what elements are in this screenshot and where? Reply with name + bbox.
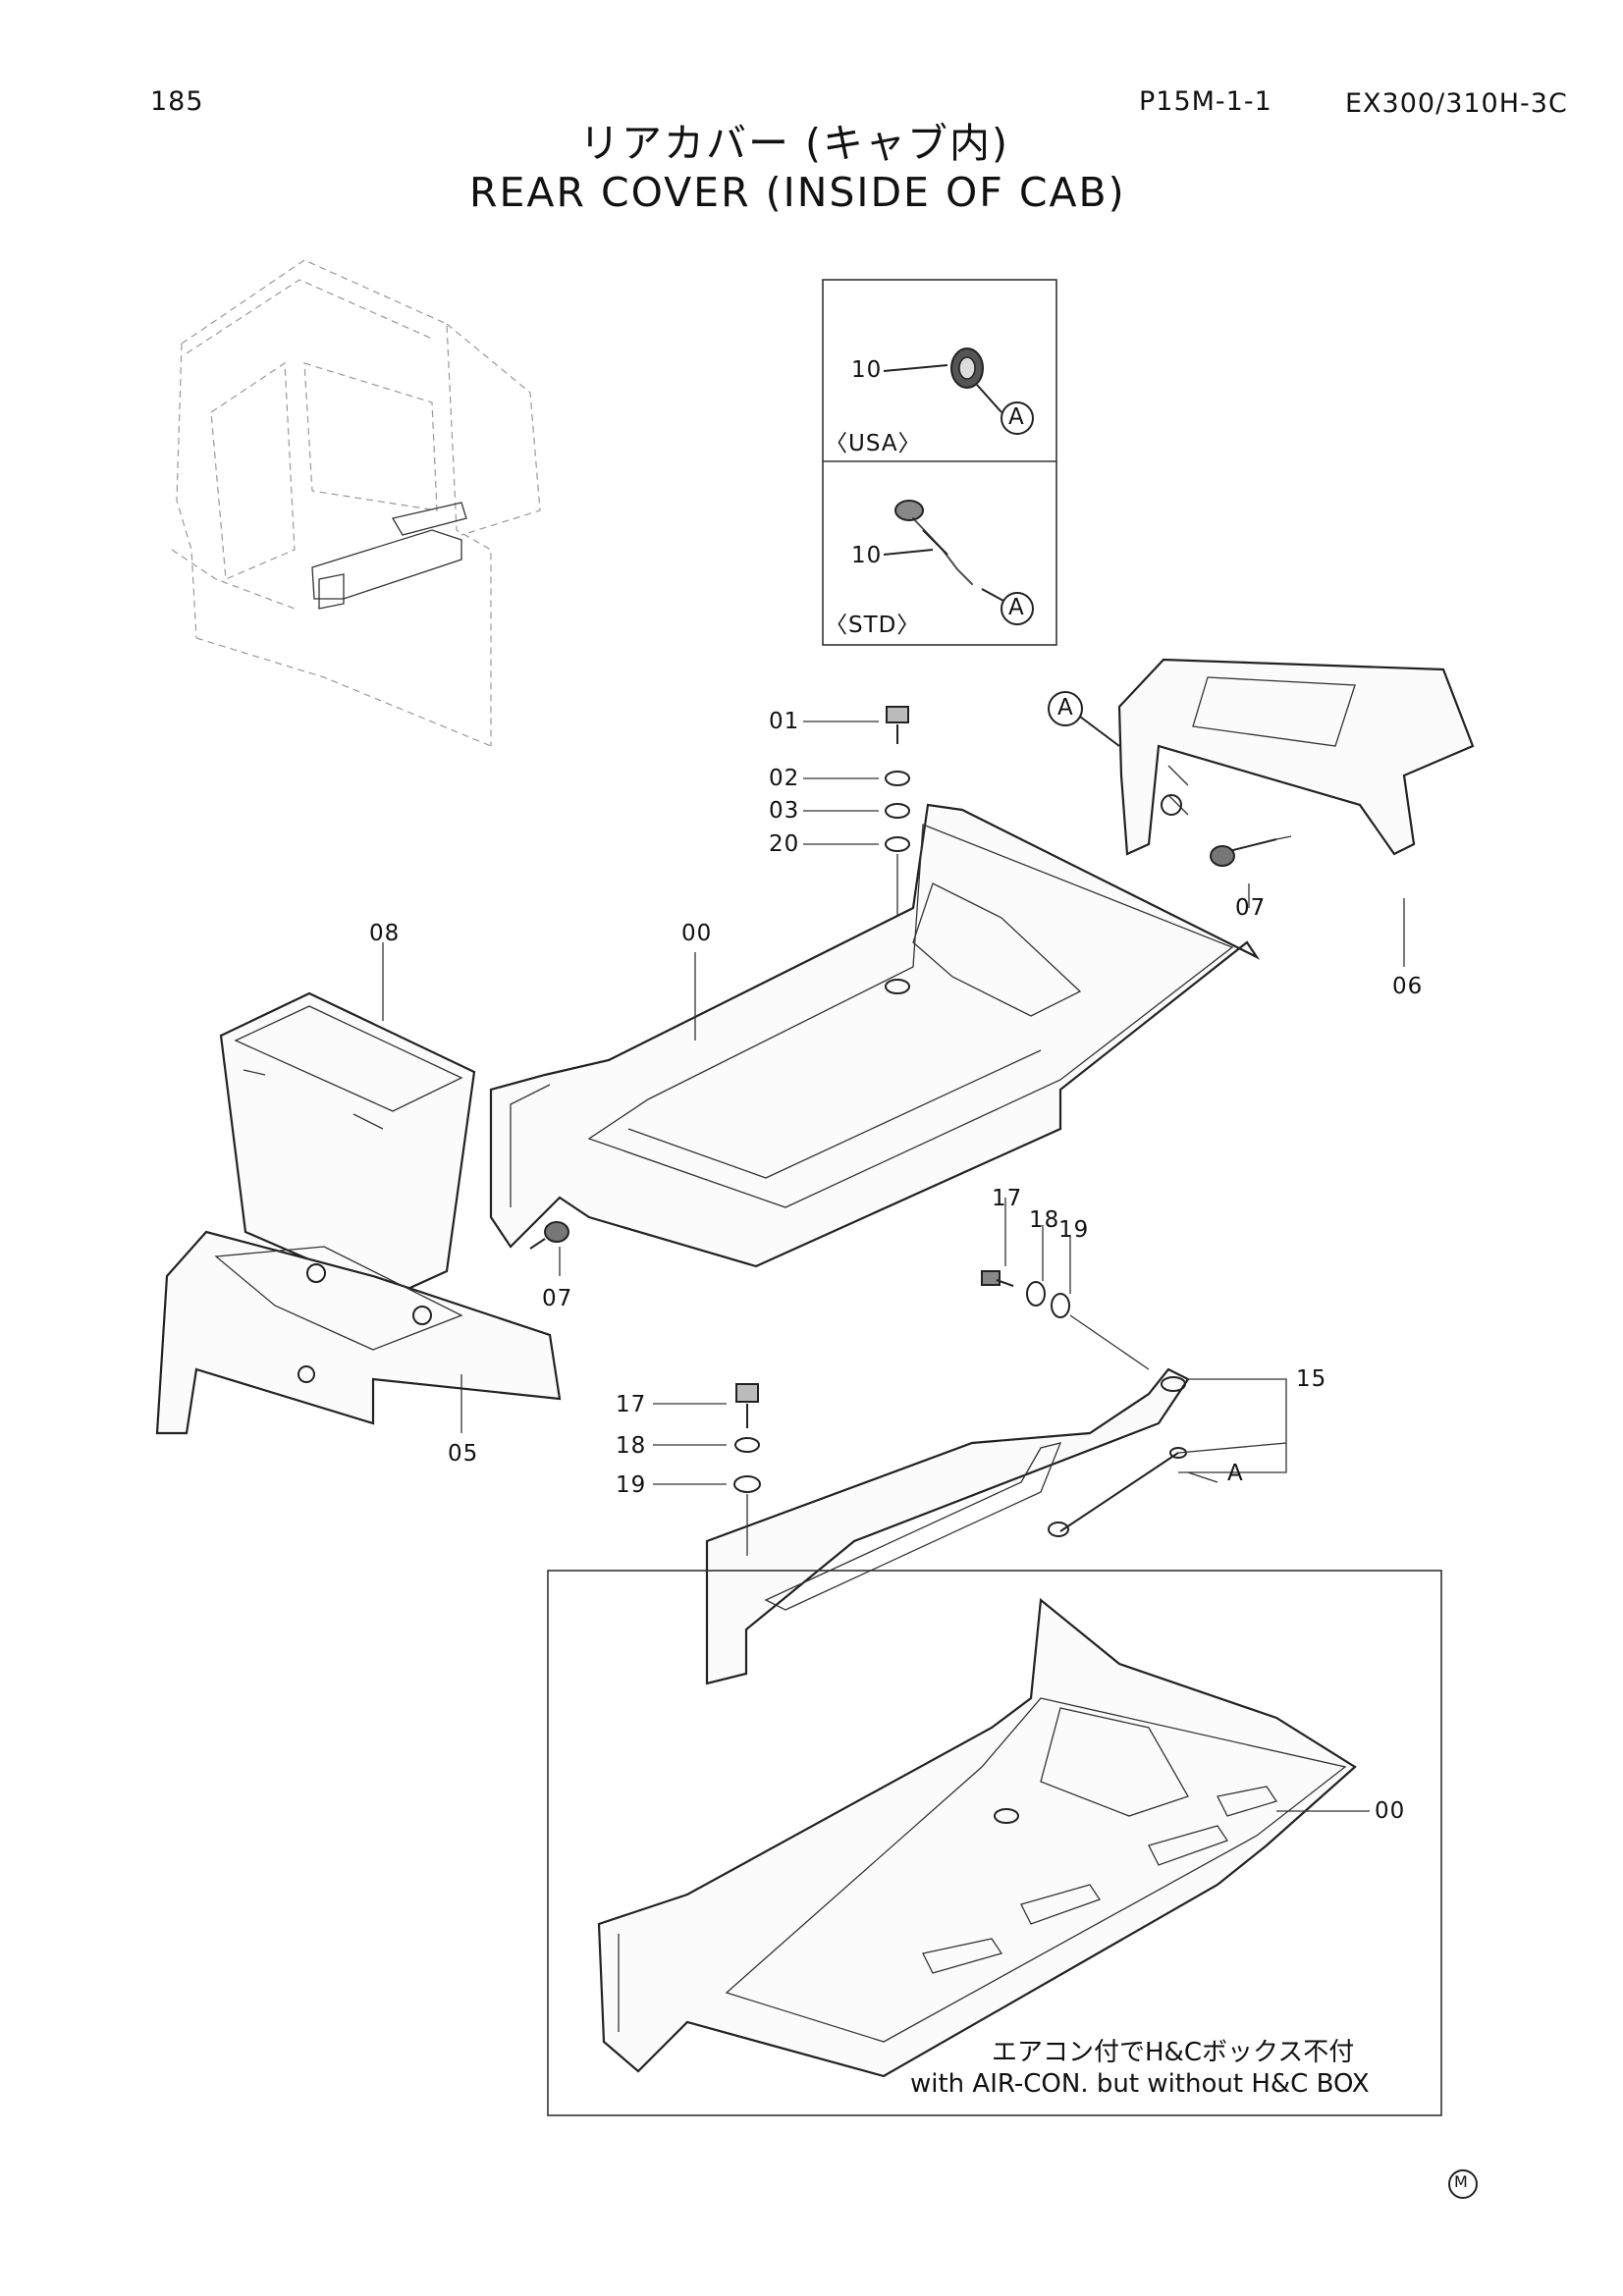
page-title-en: REAR COVER (INSIDE OF CAB) bbox=[469, 169, 1126, 216]
footer-mark-circle bbox=[1448, 2169, 1478, 2199]
model-number: EX300/310H-3C bbox=[1345, 88, 1568, 119]
fastener-stack-top bbox=[803, 706, 910, 982]
inset-usa-ref-letter: A bbox=[1008, 404, 1025, 430]
callout-00-main: 00 bbox=[681, 921, 713, 946]
inset-std-part-number: 10 bbox=[851, 543, 883, 568]
variant-caption-jp: エアコン付でH&Cボックス不付 bbox=[992, 2038, 1355, 2067]
variant-frame bbox=[547, 1570, 1442, 2116]
callout-07-right: 07 bbox=[1235, 895, 1267, 921]
cab-rear-cover-location bbox=[311, 502, 467, 610]
inset-usa-part-number: 10 bbox=[851, 357, 883, 383]
bolt-07-right bbox=[1210, 835, 1292, 908]
inset-std-ref-letter: A bbox=[1008, 595, 1025, 620]
page-number: 185 bbox=[150, 86, 204, 117]
callout-18-top: 18 bbox=[1029, 1207, 1060, 1233]
cab-outline bbox=[171, 259, 541, 747]
callout-05: 05 bbox=[448, 1441, 479, 1467]
callout-18-bottom: 18 bbox=[616, 1433, 647, 1459]
ref-a-assembly-label: A bbox=[1227, 1461, 1244, 1486]
callout-17-top: 17 bbox=[992, 1186, 1023, 1211]
callout-01: 01 bbox=[769, 709, 800, 734]
rear-cover-00 bbox=[489, 803, 1261, 1268]
bracket-06 bbox=[1048, 658, 1475, 856]
variant-caption-en: with AIR-CON. but without H&C BOX bbox=[910, 2069, 1370, 2099]
callout-19-top: 19 bbox=[1058, 1217, 1090, 1243]
box-08 bbox=[219, 942, 476, 1298]
fastener-stack-right bbox=[981, 1198, 1150, 1370]
callout-15: 15 bbox=[1296, 1366, 1327, 1392]
callout-19-bottom: 19 bbox=[616, 1472, 647, 1498]
callout-20: 20 bbox=[769, 831, 800, 857]
fastener-std bbox=[883, 500, 1034, 625]
grommet-usa bbox=[883, 347, 1034, 435]
fastener-stack-left bbox=[653, 1383, 761, 1556]
inset-frame bbox=[822, 279, 1057, 646]
bracket-05 bbox=[155, 1230, 562, 1435]
callout-00-variant: 00 bbox=[1375, 1798, 1406, 1824]
bolt-07-left bbox=[529, 1221, 569, 1276]
rear-cover-variant-00 bbox=[597, 1597, 1370, 2078]
ref-a-bracket-label: A bbox=[1057, 695, 1074, 721]
footer-mark: M bbox=[1454, 2172, 1468, 2191]
plate-15 bbox=[705, 1367, 1287, 1685]
page-title-jp: リアカバー (キャブ内) bbox=[579, 120, 1010, 167]
inset-usa-label: 〈USA〉 bbox=[825, 431, 922, 456]
callout-03: 03 bbox=[769, 798, 800, 824]
ref-code: P15M-1-1 bbox=[1139, 86, 1272, 117]
callout-06: 06 bbox=[1392, 974, 1424, 999]
callout-07-left: 07 bbox=[542, 1286, 573, 1311]
callout-02: 02 bbox=[769, 766, 800, 791]
callout-08: 08 bbox=[369, 921, 401, 946]
inset-std-label: 〈STD〉 bbox=[825, 613, 921, 638]
callout-17-bottom: 17 bbox=[616, 1392, 647, 1417]
